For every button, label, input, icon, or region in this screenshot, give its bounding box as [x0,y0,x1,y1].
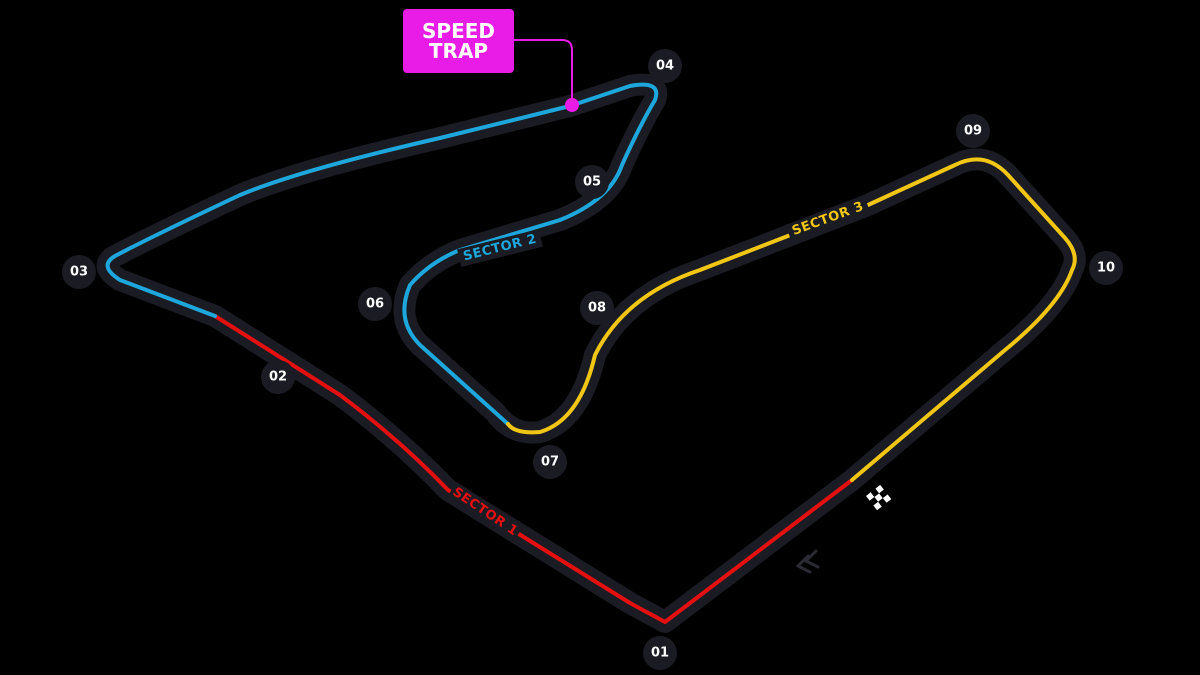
turn-06: 06 [358,287,392,321]
checkered-flag-icon [866,484,892,511]
speed-trap-connector [514,39,573,104]
sector-2-line [105,82,659,426]
turn-04: 04 [648,49,682,83]
turn-04-label: 04 [656,59,674,74]
speed-trap-marker [565,98,579,112]
turn-03: 03 [62,255,96,289]
sector-3-line [506,157,1077,482]
turn-02-label: 02 [269,370,287,385]
turn-05-label: 05 [583,175,601,190]
turn-02: 02 [261,360,295,394]
turn-05: 05 [575,165,609,199]
turn-01-label: 01 [651,646,669,661]
turn-10: 10 [1089,251,1123,285]
turn-09: 09 [956,114,990,148]
speed-trap-line2: TRAP [428,39,489,63]
turn-10-label: 10 [1097,261,1115,276]
turn-08-label: 08 [588,301,606,316]
sector-1-label: SECTOR 1 [450,485,521,540]
turn-08: 08 [580,291,614,325]
turn-06-label: 06 [366,297,384,312]
sector-1-line [213,314,854,624]
turn-07-label: 07 [541,455,559,470]
sector-1-label-group: SECTOR 1 [446,482,524,542]
turn-03-label: 03 [70,265,88,280]
speed-trap-label: SPEED TRAP [403,9,514,73]
direction-chevrons-icon [795,549,820,574]
turn-09-label: 09 [964,124,982,139]
turn-01: 01 [643,636,677,670]
speed-trap-line1: SPEED [422,19,495,43]
turn-07: 07 [533,445,567,479]
